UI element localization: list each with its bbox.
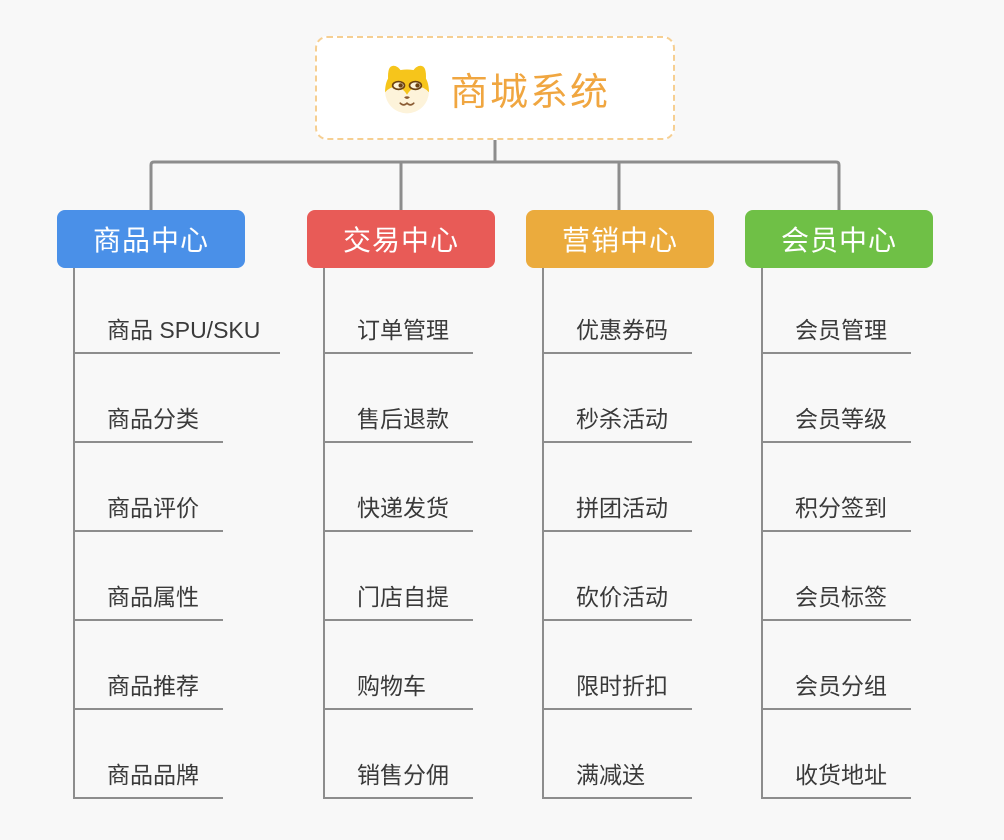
leaf-node[interactable]: 购物车 (323, 621, 473, 710)
leaf-node[interactable]: 快递发货 (323, 443, 473, 532)
leaf-node[interactable]: 商品推荐 (73, 621, 223, 710)
leaf-node[interactable]: 会员标签 (761, 532, 911, 621)
branch-items: 订单管理售后退款快递发货门店自提购物车销售分佣 (323, 268, 473, 799)
leaf-node[interactable]: 商品 SPU/SKU (73, 268, 281, 354)
leaf-node[interactable]: 销售分佣 (323, 710, 473, 799)
branch-spine-line (73, 268, 75, 799)
branch-node-label: 商品中心 (92, 225, 209, 256)
root-node-title: 商城系统 (449, 71, 610, 114)
leaf-node[interactable]: 商品品牌 (73, 710, 223, 799)
branch-node-label: 营销中心 (561, 225, 678, 256)
leaf-node[interactable]: 订单管理 (323, 268, 473, 354)
leaf-node[interactable]: 满减送 (542, 710, 692, 799)
branch-spine-line (542, 268, 544, 799)
branch-spine-line (761, 268, 763, 799)
leaf-node[interactable]: 优惠券码 (542, 268, 692, 354)
leaf-node[interactable]: 砍价活动 (542, 532, 692, 621)
leaf-node[interactable]: 收货地址 (761, 710, 911, 799)
leaf-node[interactable]: 会员分组 (761, 621, 911, 710)
leaf-node[interactable]: 限时折扣 (542, 621, 692, 710)
leaf-node[interactable]: 门店自提 (323, 532, 473, 621)
branch-node-label: 会员中心 (780, 225, 897, 256)
branch-node-1[interactable]: 交易中心 (307, 210, 495, 268)
root-node-mall-system[interactable]: 商城系统 (315, 36, 675, 140)
branch-node-2[interactable]: 营销中心 (526, 210, 714, 268)
branch-node-0[interactable]: 商品中心 (57, 210, 245, 268)
leaf-node[interactable]: 售后退款 (323, 354, 473, 443)
leaf-node[interactable]: 秒杀活动 (542, 354, 692, 443)
branch-node-3[interactable]: 会员中心 (745, 210, 933, 268)
shiba-dog-icon (385, 65, 429, 114)
leaf-node[interactable]: 拼团活动 (542, 443, 692, 532)
branch-spine-line (323, 268, 325, 799)
leaf-node[interactable]: 会员管理 (761, 268, 911, 354)
branch-items: 优惠券码秒杀活动拼团活动砍价活动限时折扣满减送 (542, 268, 692, 799)
leaf-node[interactable]: 商品属性 (73, 532, 223, 621)
branch-node-label: 交易中心 (342, 225, 459, 256)
leaf-node[interactable]: 商品分类 (73, 354, 223, 443)
leaf-node[interactable]: 商品评价 (73, 443, 223, 532)
leaf-node[interactable]: 会员等级 (761, 354, 911, 443)
leaf-node[interactable]: 积分签到 (761, 443, 911, 532)
branch-items: 会员管理会员等级积分签到会员标签会员分组收货地址 (761, 268, 911, 799)
